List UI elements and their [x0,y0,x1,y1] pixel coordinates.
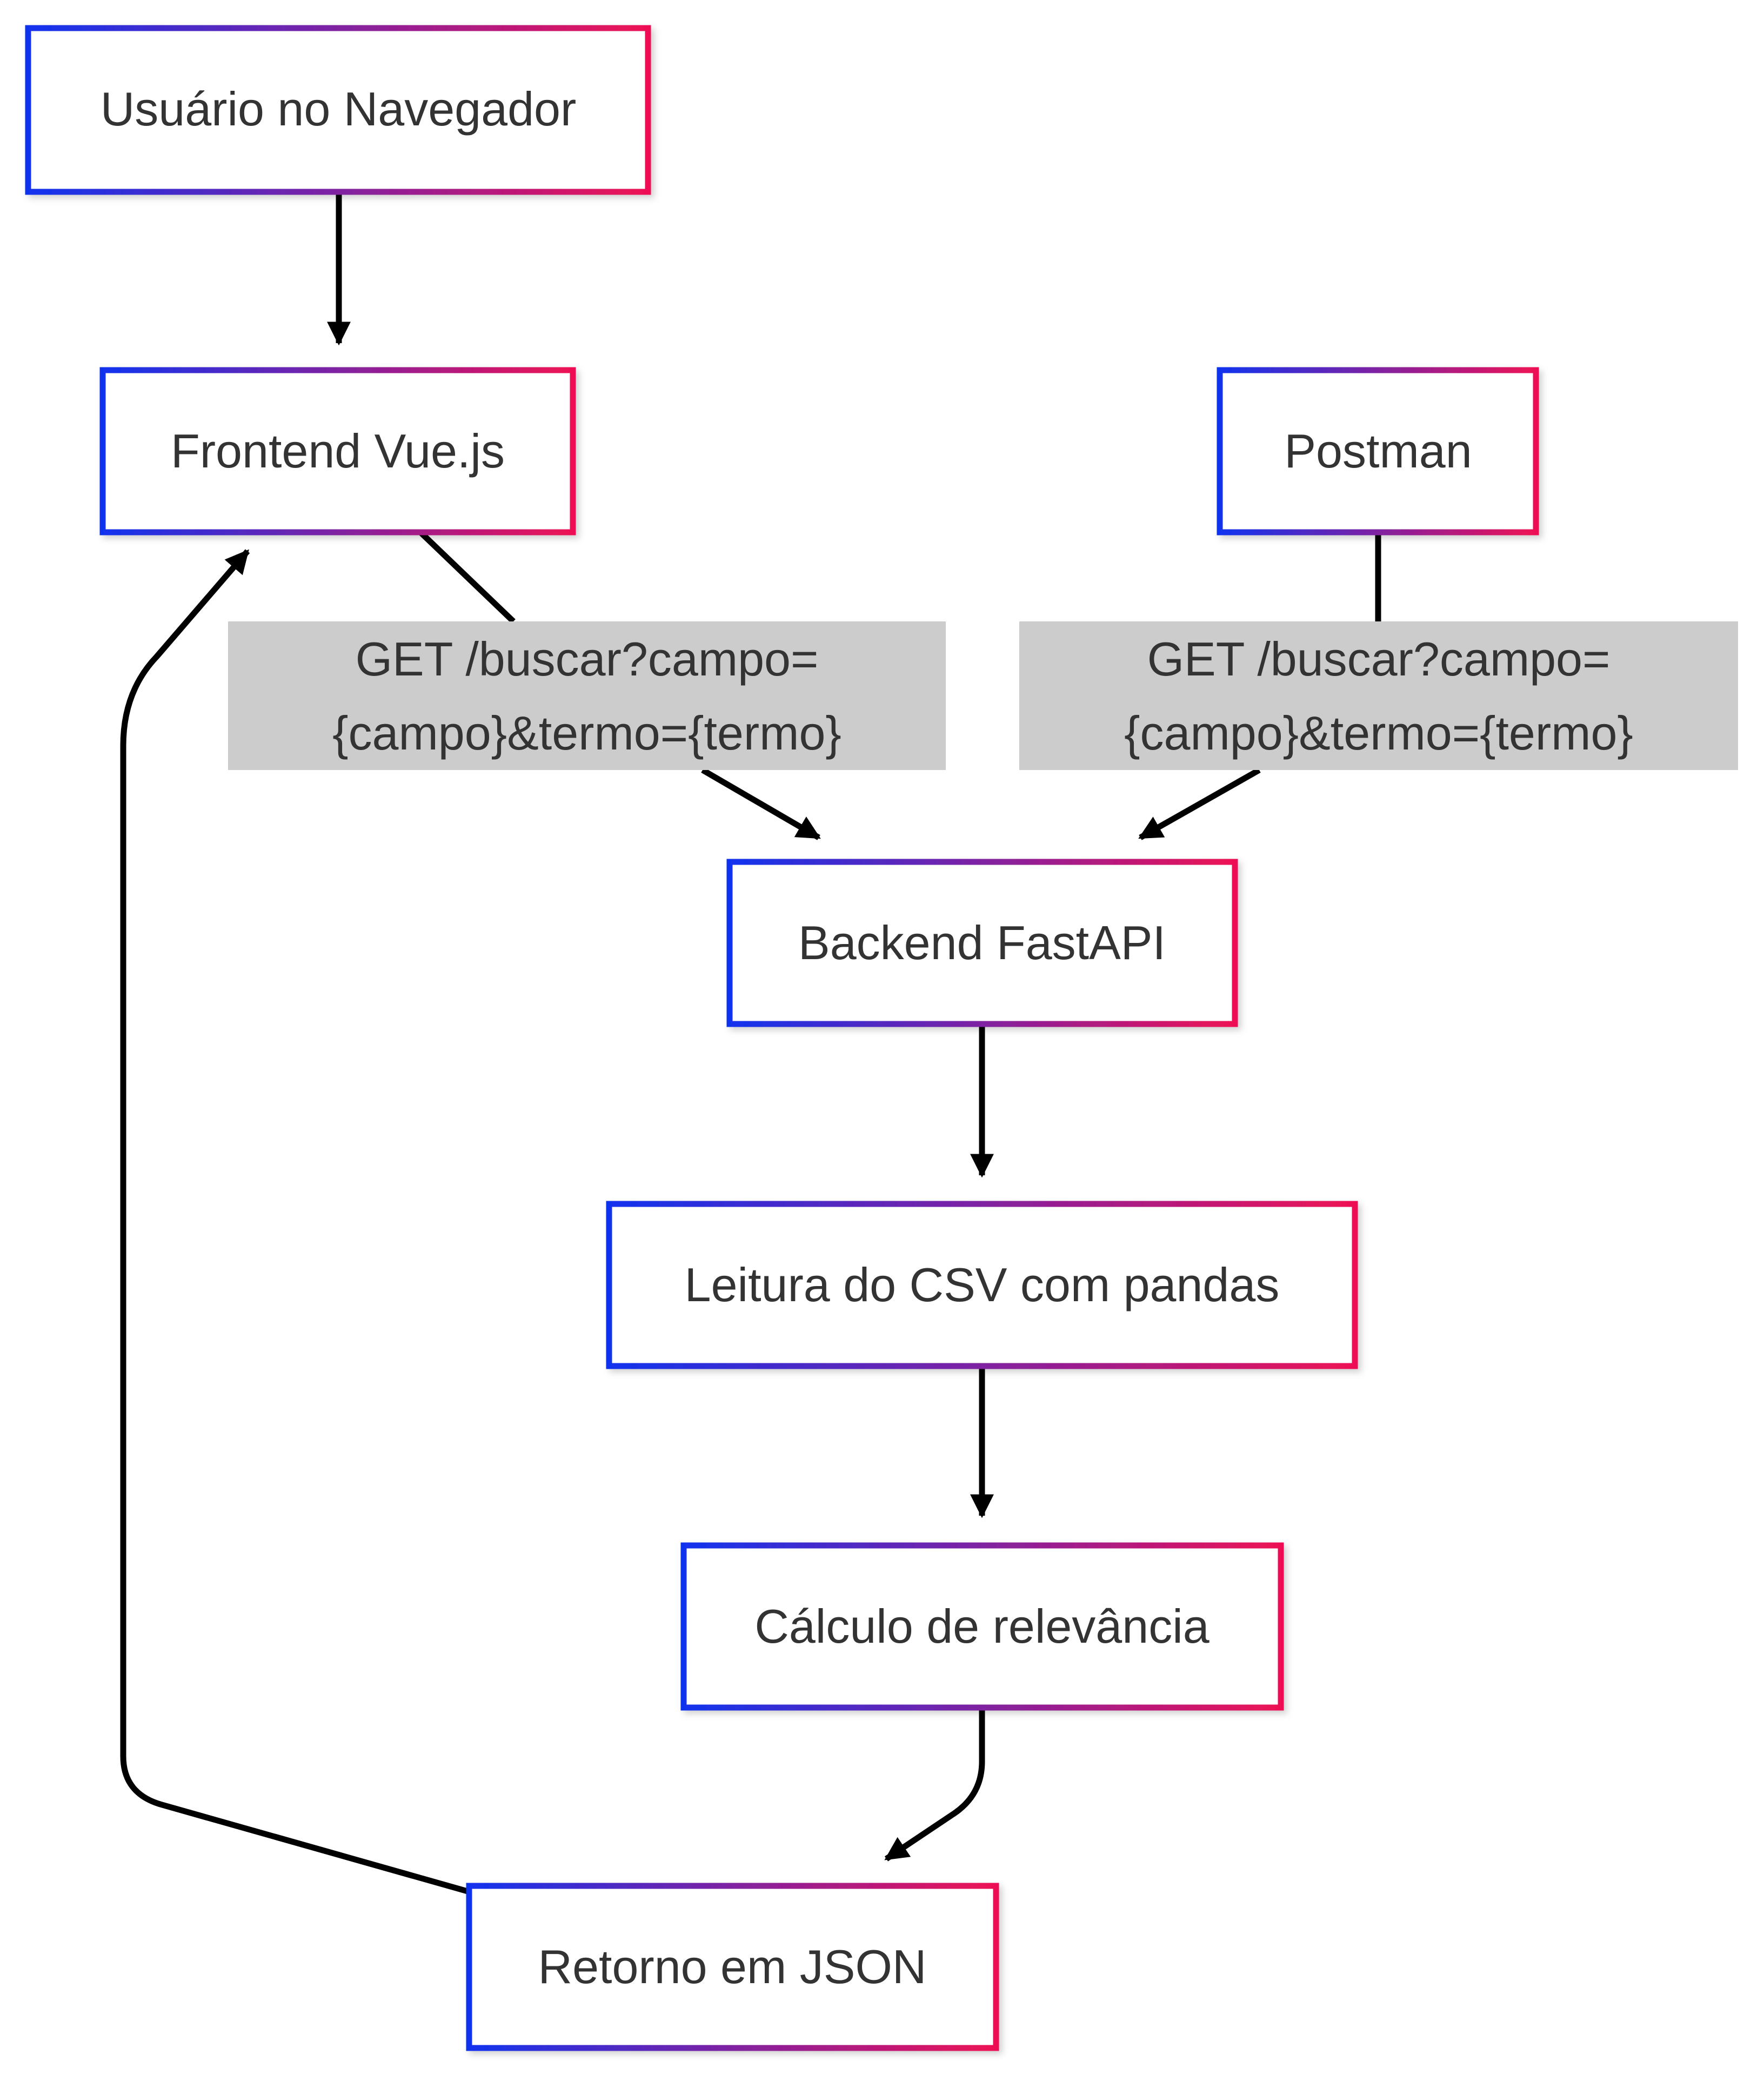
node-frontend [99,367,576,536]
edge-label-postman-line1: GET /buscar?campo= [1147,632,1611,686]
edge-label-postman-line2: {campo}&termo={termo} [1124,706,1633,760]
edge-label-frontend-line2: {campo}&termo={termo} [332,706,841,760]
node-calculo [680,1542,1284,1711]
edge-frontend-to-label1 [418,530,516,624]
node-frontend-label: Frontend Vue.js [171,424,505,478]
edge-calculo-to-retorno [884,1708,985,1862]
node-postman-label: Postman [1284,424,1472,478]
node-backend [726,859,1238,1027]
node-retorno-label: Retorno em JSON [538,1940,927,1993]
edge-label-frontend-request: GET /buscar?campo= {campo}&termo={termo} [228,621,946,770]
edge-label-postman-request: GET /buscar?campo= {campo}&termo={termo} [1019,621,1738,770]
node-leitura [606,1201,1358,1369]
node-retorno [466,1883,999,2051]
node-usuario [25,25,651,195]
node-calculo-label: Cálculo de relevância [754,1599,1209,1653]
edge-label1-to-backend [701,767,821,840]
node-usuario-label: Usuário no Navegador [101,82,577,136]
edge-retorno-to-frontend [120,549,469,1895]
node-backend-label: Backend FastAPI [798,916,1166,969]
edge-label2-to-backend [1138,767,1261,840]
edge-label-frontend-line1: GET /buscar?campo= [356,632,819,686]
node-postman [1217,367,1539,536]
node-leitura-label: Leitura do CSV com pandas [685,1258,1280,1311]
